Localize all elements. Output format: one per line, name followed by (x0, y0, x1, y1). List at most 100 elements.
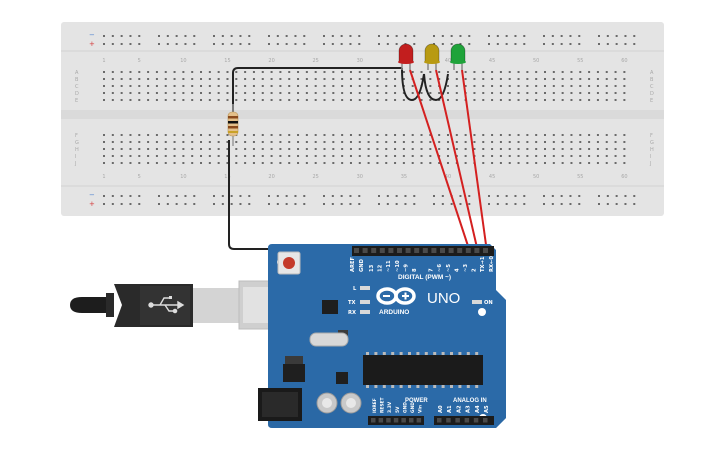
column-number: 40 (445, 58, 451, 64)
rail-minus-sign-top: − (89, 31, 95, 39)
row-letter: E (650, 98, 653, 104)
row-letter: B (650, 77, 654, 83)
bottom-header-pins (371, 418, 488, 423)
column-number: 50 (533, 174, 539, 180)
column-number: 25 (312, 58, 318, 64)
capacitor (316, 392, 338, 414)
row-letter: J (74, 161, 76, 167)
green-led[interactable] (450, 43, 466, 70)
reset-button[interactable] (277, 251, 301, 275)
gnd-label: GND (359, 258, 365, 272)
rx-led-label: RX (348, 310, 356, 316)
digital-pin-label: ~6 (437, 264, 443, 272)
column-number: 15 (224, 58, 230, 64)
column-number: 20 (268, 58, 274, 64)
power-pin-label: Vin (418, 405, 424, 413)
led-cathode-loop-red (401, 67, 425, 102)
column-number: 5 (138, 58, 141, 64)
red-led[interactable] (398, 43, 414, 70)
rail-minus-sign-bottom: − (89, 191, 95, 199)
power-pin-label: RESET (380, 397, 386, 413)
power-pin-label: 5V (395, 406, 401, 413)
digital-header-pins (354, 248, 488, 253)
tx-led-label: TX (348, 300, 356, 306)
digital-pin-label: ~11 (386, 260, 392, 272)
row-letter: F (75, 133, 78, 139)
power-pin-label: IOREF (372, 398, 378, 413)
breadboard-column-numbers: 1155101015152020252530303535404045455050… (102, 58, 627, 180)
row-letter: A (75, 70, 79, 76)
row-letter: C (650, 84, 654, 90)
row-letter: D (75, 91, 79, 97)
row-letter: E (75, 98, 78, 104)
column-number: 55 (577, 174, 583, 180)
resistor[interactable] (227, 104, 239, 146)
analog-label: ANALOG IN (453, 398, 487, 404)
analog-header (434, 416, 494, 425)
usb-icon (148, 296, 185, 314)
brand-label: ARDUINO (379, 309, 409, 316)
digital-pin-label: ~10 (395, 260, 401, 272)
row-letter: B (75, 77, 79, 83)
row-letter: I (650, 154, 651, 160)
column-number: 30 (357, 58, 363, 64)
on-label: ON (484, 300, 493, 306)
rail-plus-sign-top: + (89, 40, 95, 48)
digital-pin-label: ~3 (463, 264, 469, 272)
analog-pin-label: A3 (466, 405, 472, 413)
column-number: 15 (224, 174, 230, 180)
power-pin-label: GND (410, 402, 416, 413)
black-ground-wire[interactable] (228, 67, 402, 250)
power-label: POWER (405, 398, 428, 404)
column-number: 10 (180, 58, 186, 64)
power-pin-label: 3.3V (387, 401, 393, 413)
digital-pin-label: 12 (378, 264, 384, 272)
infinity-logo-icon (376, 287, 416, 305)
analog-pin-label: A2 (456, 405, 462, 413)
breadboard: 1155101015152020252530303535404045455050… (61, 22, 664, 216)
analog-pin-label: A1 (447, 405, 453, 413)
column-number: 1 (102, 58, 105, 64)
column-number: 20 (268, 174, 274, 180)
uno-label: UNO (427, 290, 460, 307)
digital-pin-label: 4 (454, 268, 460, 272)
arduino-logo: UNO ARDUINO (376, 287, 460, 316)
red-wire-red-led[interactable] (409, 69, 471, 253)
column-number: 50 (533, 58, 539, 64)
row-letter: F (650, 133, 653, 139)
red-wire-yellow-led[interactable] (435, 69, 479, 253)
l-led-label: L (353, 286, 357, 292)
aref-label: AREF (350, 256, 356, 272)
on-led: ON (472, 300, 493, 306)
column-number: 35 (401, 174, 407, 180)
column-number: 1 (102, 174, 105, 180)
column-number: 60 (621, 58, 627, 64)
column-number: 45 (489, 174, 495, 180)
row-letter: D (650, 91, 654, 97)
crystal-oscillator (309, 332, 349, 347)
yellow-led[interactable] (424, 43, 440, 70)
digital-pin-label: 2 (472, 268, 478, 272)
column-number: 45 (489, 58, 495, 64)
power-jack[interactable] (258, 388, 302, 421)
red-wire-green-led[interactable] (461, 69, 488, 253)
led-cathode-loop-yellow (423, 73, 449, 102)
rail-plus-sign-bottom: + (89, 200, 95, 208)
voltage-regulator (283, 356, 305, 382)
mounting-hole (478, 308, 486, 316)
atmega-chip (363, 352, 483, 388)
row-letter: A (650, 70, 654, 76)
row-letter: J (649, 161, 651, 167)
column-number: 30 (357, 174, 363, 180)
digital-pin-label: 13 (369, 264, 375, 272)
status-leds: L TX RX (348, 286, 370, 316)
analog-pin-label: A5 (484, 405, 490, 413)
digital-pin-label: RX←0 (489, 256, 495, 272)
row-letter: G (75, 140, 79, 146)
